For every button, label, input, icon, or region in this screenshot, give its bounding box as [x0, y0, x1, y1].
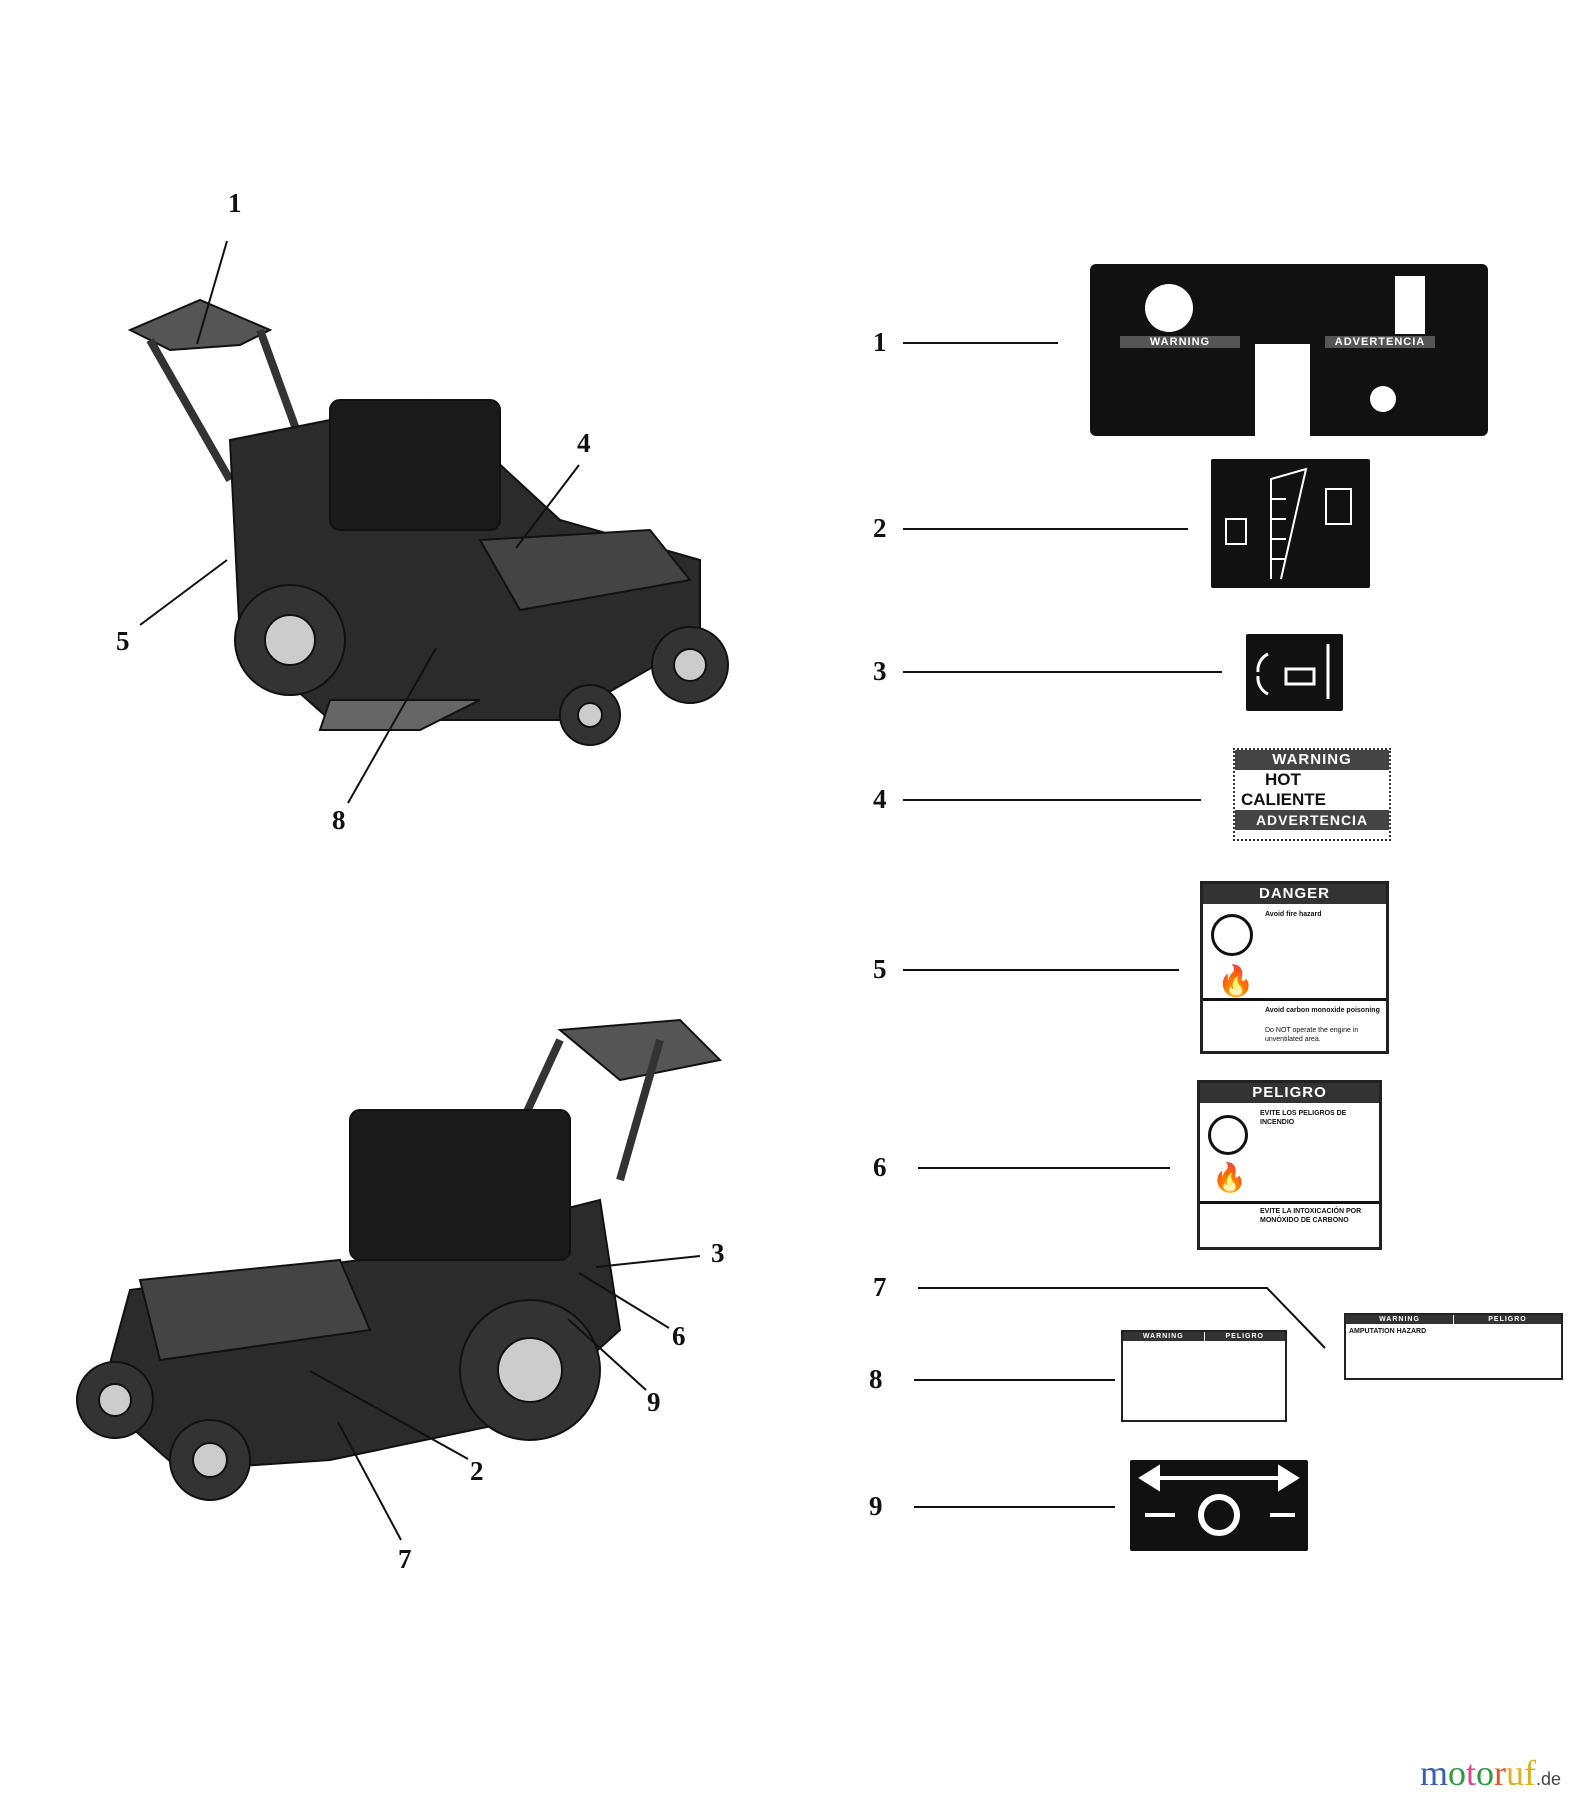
part-number-5: 5 [873, 954, 887, 984]
part-number-6: 6 [873, 1152, 887, 1182]
callout-2: 2 [470, 1456, 484, 1486]
no-smoking-icon [1211, 914, 1253, 956]
watermark-letter: o [1448, 1753, 1467, 1793]
decal-2-height-chart [1211, 459, 1370, 588]
callout-3: 3 [711, 1238, 725, 1268]
mower-top-illustration [76, 298, 729, 1501]
callout-9: 9 [647, 1387, 661, 1417]
decal-5-danger: DANGER 🔥 Avoid fire hazard Avoid carbon … [1200, 881, 1389, 1054]
part-number-1: 1 [873, 327, 887, 357]
watermark-letter: u [1506, 1753, 1525, 1793]
part-number-9: 9 [869, 1491, 883, 1521]
callout-1: 1 [228, 188, 242, 218]
watermark-letter: r [1494, 1753, 1507, 1793]
fire-icon: 🔥 [1212, 1162, 1247, 1193]
decal-1-control-panel: WARNING ADVERTENCIA [1090, 264, 1488, 436]
decal-9-drive-icon [1130, 1460, 1308, 1551]
watermark-letter: f [1524, 1753, 1537, 1793]
watermark-letter: t [1466, 1753, 1477, 1793]
part-number-2: 2 [873, 513, 887, 543]
decal-4-hot-warning: WARNING HOT CALIENTE ADVERTENCIA [1233, 748, 1391, 841]
callout-8: 8 [332, 805, 346, 835]
decal-6-peligro: PELIGRO 🔥 EVITE LOS PELIGROS DE INCENDIO… [1197, 1080, 1382, 1250]
decal-3-lift-icon [1246, 634, 1343, 711]
part-number-7: 7 [873, 1272, 887, 1302]
fire-icon: 🔥 [1217, 965, 1255, 998]
part-number-8: 8 [869, 1364, 883, 1394]
part-number-3: 3 [873, 656, 887, 686]
callout-5: 5 [116, 626, 130, 656]
callout-6: 6 [672, 1321, 686, 1351]
callout-4: 4 [577, 428, 591, 458]
watermark-letter: m [1420, 1753, 1449, 1793]
watermark-logo: motoruf.de [1420, 1753, 1562, 1793]
callout-7: 7 [398, 1544, 412, 1574]
part-number-4: 4 [873, 784, 887, 814]
watermark-letter: o [1476, 1753, 1495, 1793]
no-smoking-icon [1208, 1115, 1248, 1155]
